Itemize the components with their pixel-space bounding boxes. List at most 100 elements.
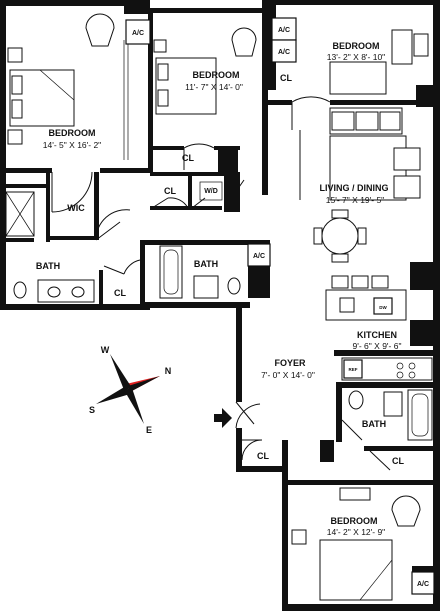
nightstand-bed4 xyxy=(291,529,307,545)
bedroom-small-name: BEDROOM xyxy=(333,41,380,51)
dishwasher-label: DW xyxy=(379,305,387,310)
wall-top-left xyxy=(0,0,150,6)
bedroom-middle-name: BEDROOM xyxy=(193,70,240,80)
bedroom-bottom-dims: 14'- 2" X 12'- 9" xyxy=(327,527,385,537)
tub-middle xyxy=(159,245,183,299)
compass-needle-north-shade xyxy=(128,376,160,392)
wall-bath-mid-top xyxy=(140,240,250,245)
wall-bottom xyxy=(282,604,440,611)
wall-shower xyxy=(0,238,34,242)
bed-bedroom3 xyxy=(329,61,387,95)
door-bed3 xyxy=(291,96,331,130)
wall-top-mid xyxy=(150,8,262,13)
dining-table xyxy=(321,217,359,255)
wall-cl-wd-bottom xyxy=(150,206,222,210)
living-dining-dims: 15'- 7" X 19'- 5" xyxy=(326,195,384,205)
wall-kitchen xyxy=(334,350,434,356)
wall-wic-bottom xyxy=(46,236,96,240)
compass-rose-icon: N S E W xyxy=(89,345,171,435)
dining-chair-n xyxy=(331,209,349,219)
closet-label-5: CL xyxy=(257,451,269,461)
compass-needle-west xyxy=(110,354,132,390)
door-bed4 xyxy=(339,487,371,501)
column-8 xyxy=(410,320,440,346)
closet-label-1: CL xyxy=(182,153,194,163)
sofa-cushion-2 xyxy=(355,111,379,131)
nightstand-bed1 xyxy=(7,47,23,63)
sink xyxy=(339,297,355,313)
refrigerator xyxy=(343,359,363,379)
wd-unit xyxy=(199,181,223,201)
closet-label-4: CL xyxy=(114,288,126,298)
doors xyxy=(51,96,391,501)
room-labels: BEDROOM 14'- 5" X 16'- 2" BEDROOM 11'- 7… xyxy=(36,41,402,537)
wall-foyer-left-bottom xyxy=(236,428,242,472)
furniture xyxy=(5,13,433,601)
column-6 xyxy=(224,172,240,212)
dining-chair-s xyxy=(331,253,349,263)
armchair-2 xyxy=(393,175,421,199)
door-cl1 xyxy=(151,197,189,209)
vanity-left xyxy=(37,279,95,303)
wall-top-right xyxy=(262,0,440,5)
column-4 xyxy=(218,146,238,176)
door-entry xyxy=(235,401,261,429)
bedroom-small-dims: 13'- 2" X 8'- 10" xyxy=(327,52,385,62)
pillow-bed1-a xyxy=(11,75,23,95)
compass-needle-south xyxy=(96,386,130,404)
wall-left xyxy=(0,0,6,310)
column-7 xyxy=(410,262,440,290)
toilet-left xyxy=(13,281,27,299)
bed-bedroom4 xyxy=(319,539,393,601)
foyer-dims: 7'- 0" X 14'- 0" xyxy=(261,370,315,380)
entry-arrow-icon xyxy=(214,408,232,428)
wall-bath-mid-bottom xyxy=(140,302,250,308)
vanity-bottom xyxy=(383,391,403,417)
wall-bath-mid-left xyxy=(140,240,145,310)
dining-chair-e xyxy=(357,227,367,245)
vanity-middle xyxy=(193,275,219,299)
door-bed1 xyxy=(51,171,93,213)
bedroom-middle-dims: 11'- 7" X 14'- 0" xyxy=(185,82,243,92)
burner-4 xyxy=(408,371,416,379)
bath-left-name: BATH xyxy=(36,261,60,271)
stool-3 xyxy=(371,275,389,289)
wall-bed3-bottom-b xyxy=(330,100,440,105)
kitchen-name: KITCHEN xyxy=(357,330,397,340)
door-cl2 xyxy=(103,259,141,275)
sofa-cushion-3 xyxy=(379,111,401,131)
wall-bed2-bed3 xyxy=(262,60,268,195)
closet-label-6: CL xyxy=(392,456,404,466)
ac-label-4: A/C xyxy=(253,253,265,260)
compass-s: S xyxy=(89,405,95,415)
wall-bed4-left xyxy=(282,440,288,611)
column-10 xyxy=(320,440,334,462)
ac-label-3: A/C xyxy=(278,49,290,56)
wall-cl-bottom-top xyxy=(364,446,434,451)
dishwasher xyxy=(373,297,393,315)
toilet-middle xyxy=(227,277,241,295)
bedroom-bottom-name: BEDROOM xyxy=(331,516,378,526)
wd-name: W/D xyxy=(204,188,218,195)
tub-bottom-inner xyxy=(411,393,429,437)
blanket-fold-bed4 xyxy=(359,559,393,601)
door-cl-bottom xyxy=(369,450,391,471)
wall-wic-left xyxy=(46,172,50,242)
ac-label-2: A/C xyxy=(278,27,290,34)
wall-right xyxy=(433,0,440,611)
chair-bed2 xyxy=(231,27,257,57)
wall-foyer-left-top xyxy=(236,306,242,402)
sink-left-b xyxy=(71,286,85,298)
bedroom-large-name: BEDROOM xyxy=(49,128,96,138)
stool-1 xyxy=(331,275,349,289)
sofa-cushion-1 xyxy=(331,111,355,131)
wall-bath-bottom-top xyxy=(336,382,434,388)
pillow-bed2-a xyxy=(157,63,169,81)
ac-unit-3 xyxy=(271,39,297,63)
column-1 xyxy=(124,0,150,14)
door-hall xyxy=(229,179,245,201)
burner-3 xyxy=(396,371,404,379)
bath-bottom-name: BATH xyxy=(362,419,386,429)
ac-units: A/C A/C A/C A/C A/C xyxy=(125,17,435,595)
